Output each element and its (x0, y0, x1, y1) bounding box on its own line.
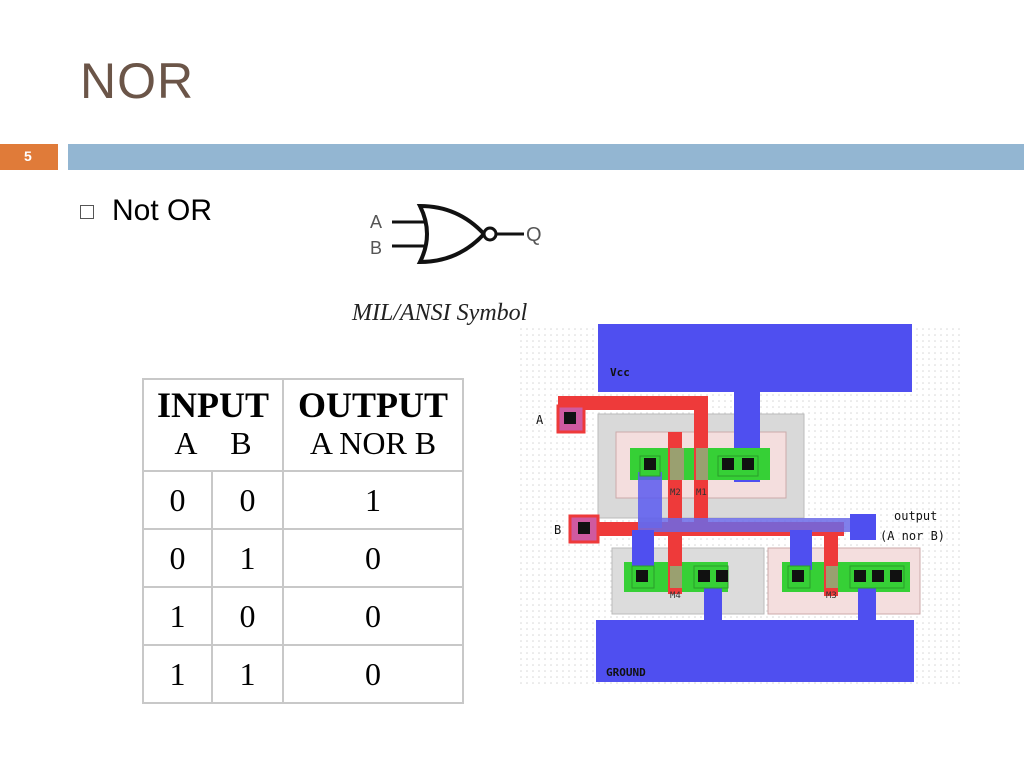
col-a-header: A (174, 425, 198, 461)
m3-gate-overlap (826, 566, 838, 588)
m4-gate-overlap (670, 566, 682, 588)
table-row: 0 0 1 (142, 470, 464, 530)
cell-b: 1 (210, 644, 285, 704)
input-subheaders: A B (158, 424, 268, 462)
bullet-text: Not OR (112, 194, 213, 227)
metal-nmos-left-source (704, 586, 722, 626)
table-header-row: INPUT A B OUTPUT A NOR B (142, 378, 464, 472)
gate-caption: MIL/ANSI Symbol (352, 300, 528, 326)
cell-out: 0 (282, 644, 464, 704)
input-a-pad (556, 404, 586, 434)
input-header: INPUT (156, 385, 269, 425)
output-header-cell: OUTPUT A NOR B (282, 378, 464, 472)
pmos-contact-2 (722, 458, 734, 470)
pmos-contact-3 (742, 458, 754, 470)
poly-input-a-route (558, 396, 706, 410)
layout-input-b-label: B (554, 523, 561, 537)
nmos-contact-1 (636, 570, 648, 582)
m4-label: M4 (670, 591, 681, 601)
truth-table: INPUT A B OUTPUT A NOR B 0 0 1 0 1 0 1 0… (142, 378, 464, 704)
m2-label: M2 (670, 488, 681, 498)
vcc-rail (598, 324, 912, 392)
cell-b: 0 (210, 470, 285, 530)
gate-label-a: A (370, 212, 382, 232)
inversion-bubble-icon (482, 226, 498, 242)
gate-label-b: B (370, 238, 382, 258)
cell-out: 0 (282, 528, 464, 588)
header-bar (68, 144, 1024, 170)
slide-title: NOR (80, 53, 195, 109)
slide-number: 5 (0, 144, 58, 170)
nmos-contact-4 (792, 570, 804, 582)
output-header: OUTPUT (297, 385, 448, 425)
ground-label: GROUND (606, 666, 646, 679)
cell-b: 1 (210, 528, 285, 588)
table-row: 1 1 0 (142, 644, 464, 704)
table-row: 0 1 0 (142, 528, 464, 588)
col-b-header: B (230, 425, 252, 461)
nmos-contact-5 (854, 570, 866, 582)
metal-output-bus (638, 518, 860, 532)
nor-gate-symbol: A B Q (370, 203, 542, 265)
metal-nmos-right-drain (790, 530, 812, 570)
m1-label: M1 (696, 488, 707, 498)
nmos-contact-3 (716, 570, 728, 582)
cell-out: 0 (282, 586, 464, 646)
cell-a: 1 (142, 586, 213, 646)
bullet-square-icon (80, 205, 94, 219)
gate-label-q: Q (526, 224, 542, 246)
input-a-contact (564, 412, 576, 424)
bullet-item: Not OR (80, 194, 212, 228)
cell-a: 0 (142, 470, 213, 530)
layout-input-a-label: A (536, 413, 544, 427)
pmos-contact-1 (644, 458, 656, 470)
input-b-contact (578, 522, 590, 534)
cell-b: 0 (210, 586, 285, 646)
cell-a: 1 (142, 644, 213, 704)
metal-nmos-left-drain (632, 530, 654, 570)
col-out-header: A NOR B (309, 425, 437, 461)
nmos-contact-6 (872, 570, 884, 582)
output-label: output (894, 509, 937, 523)
nor-gate-body (416, 203, 487, 265)
m3-label: M3 (826, 591, 837, 601)
cmos-nor-layout: Vcc GROUND A B output (A nor B) M1 M2 M3… (520, 324, 962, 688)
vcc-label: Vcc (610, 366, 630, 379)
m2-gate-overlap (670, 448, 684, 480)
cell-a: 0 (142, 528, 213, 588)
output-pad (850, 514, 876, 540)
metal-nmos-right-source (858, 586, 876, 626)
nmos-contact-2 (698, 570, 710, 582)
nmos-contact-7 (890, 570, 902, 582)
m1-gate-overlap (696, 448, 708, 480)
ground-rail (596, 620, 914, 682)
table-row: 1 0 0 (142, 586, 464, 646)
output-expression-label: (A nor B) (880, 529, 945, 543)
input-header-cell: INPUT A B (142, 378, 284, 472)
cell-out: 1 (282, 470, 464, 530)
